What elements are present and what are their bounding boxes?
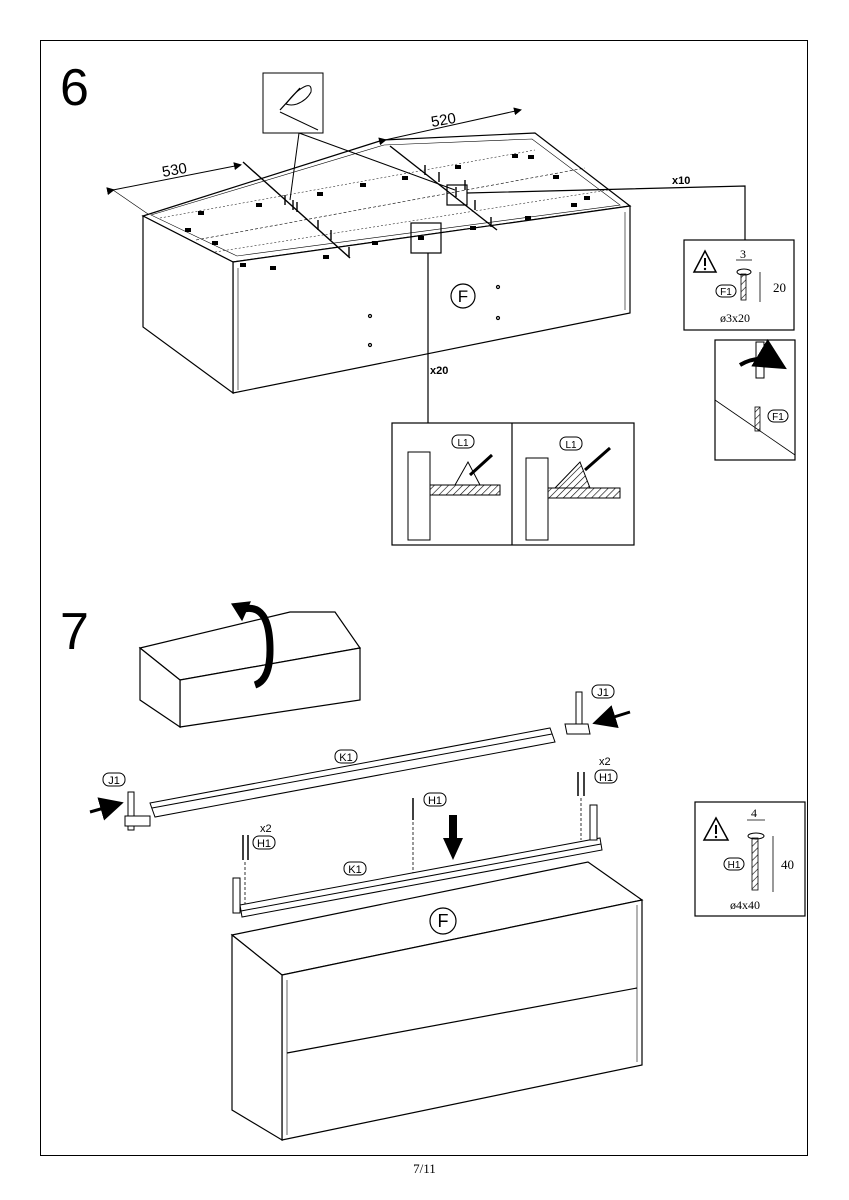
leg-j1-right <box>564 691 591 735</box>
bracket-detail-box: L1 L1 <box>391 422 635 546</box>
bolt-part-label: H1 <box>728 860 741 871</box>
push-arrow-icon-2 <box>89 797 124 821</box>
step-6-screw-spec-box: F1 3 20 ø3x20 <box>683 239 795 331</box>
step-6-brackets <box>185 154 590 270</box>
page-frame <box>40 40 808 1156</box>
leg-label-left: J1 <box>108 775 120 787</box>
rotate-arrow-icon <box>238 605 274 689</box>
bolt-qty-right: x2 <box>599 756 611 768</box>
step-6-panel-label: F <box>458 287 468 306</box>
screw-part-label: F1 <box>720 287 732 298</box>
bolt-label-left: H1 <box>257 838 271 850</box>
bracket-part-label-2: L1 <box>565 440 577 451</box>
bolt-label-right: H1 <box>599 772 613 784</box>
rail-label-top: K1 <box>339 752 352 764</box>
bolt-qty-left: x2 <box>260 823 272 835</box>
step-7-panel-label: F <box>438 911 449 931</box>
step-6-qty-brackets: x20 <box>430 365 448 377</box>
rail-k1-bottom <box>232 804 603 918</box>
screwdriver-icon: F1 <box>714 338 796 461</box>
leg-label-right: J1 <box>597 687 609 699</box>
screw-length-dim: 20 <box>773 280 786 295</box>
warning-icon <box>692 249 718 273</box>
step-6-qty-screws: x10 <box>672 175 690 187</box>
bolt-spec: ø4x40 <box>730 898 760 912</box>
warning-icon-2 <box>702 816 730 841</box>
hand-pencil-icon <box>262 72 456 201</box>
bolts-h1 <box>242 772 585 915</box>
bolt-label-center: H1 <box>428 795 442 807</box>
dimension-left: 530 <box>161 160 189 181</box>
dimension-right: 520 <box>430 110 458 131</box>
step-7-bolt-spec-box: H1 4 40 ø4x40 <box>694 801 806 917</box>
step-7-number: 7 <box>60 603 89 661</box>
screw-head-dim: 3 <box>740 247 746 261</box>
rail-label-bottom: K1 <box>348 864 361 876</box>
page-number: 7/11 <box>413 1161 436 1176</box>
screw-part-label-2: F1 <box>772 412 784 423</box>
step-7-small-cabinet <box>138 601 362 729</box>
rail-k1-top <box>149 727 556 818</box>
down-arrow-icon <box>443 815 463 860</box>
push-arrow-icon <box>592 705 631 729</box>
step-6-cabinet <box>106 107 632 395</box>
screw-spec: ø3x20 <box>720 311 750 325</box>
step-6-number: 6 <box>60 59 89 117</box>
bracket-part-label: L1 <box>457 438 469 449</box>
bolt-head-dim: 4 <box>751 806 757 820</box>
leg-j1-left <box>124 791 151 831</box>
bolt-length-dim: 40 <box>781 857 794 872</box>
